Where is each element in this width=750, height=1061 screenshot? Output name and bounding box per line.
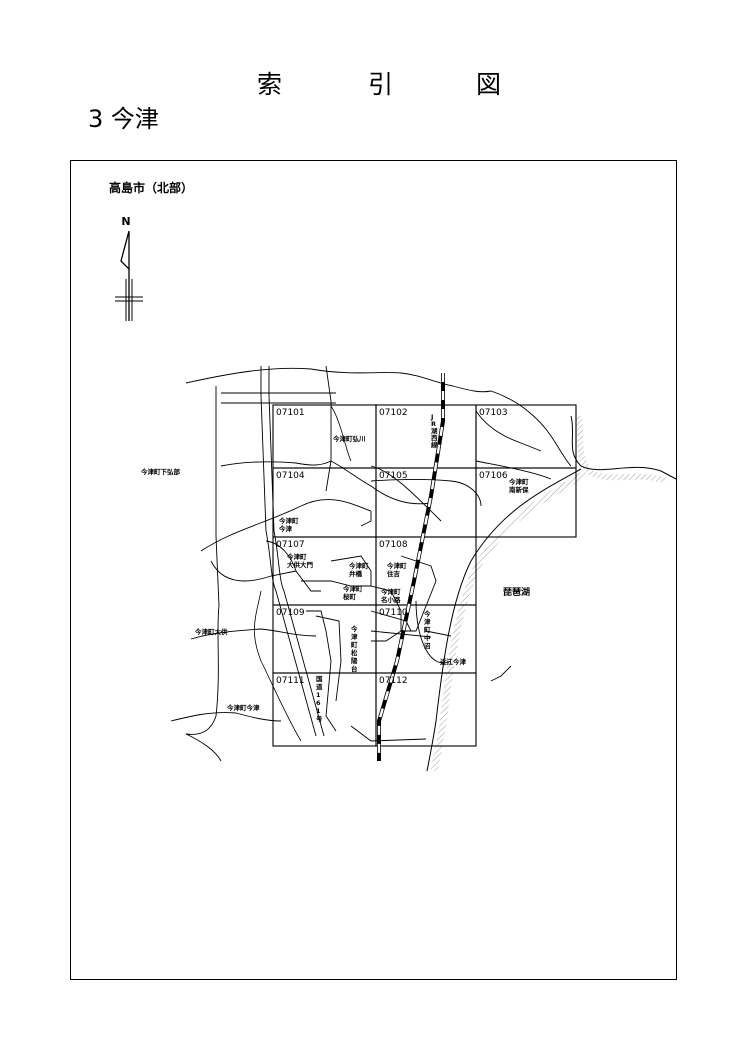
sheet-label: 07107 [276,540,305,550]
jr-railway [377,373,445,761]
sheet-label: 07106 [479,471,508,481]
sheet-label: 07110 [379,608,408,618]
lake-shoreline [426,415,676,772]
place-label: 今津町名小路 [381,587,401,604]
sheet-label: 07105 [379,471,408,481]
place-label: 今津町弁橋 [349,561,369,578]
title-char-1: 索 [257,70,283,99]
place-label: 今津町住吉 [387,561,407,578]
place-label: 今津町今津 [279,516,299,533]
place-label: 今津町南新保 [509,477,529,494]
sheet-label: 07102 [379,408,408,418]
sheet-numbers: 07101 07102 07103 07104 07105 07106 0710… [276,408,508,686]
sheet-label: 07103 [479,408,508,418]
place-label: 今津町今津 [227,703,260,712]
area-label: 高島市（北部） [109,181,194,195]
sheet-label: 07104 [276,471,305,481]
place-names: 今津町下弘部 今津町弘川 今津町南新保 今津町今津 今津町大供大門 今津町弁橋 … [141,413,530,723]
sheet-label: 07108 [379,540,408,550]
place-label: 今津町下弘部 [141,467,181,476]
roads [170,365,572,762]
rivers [254,405,352,742]
sheet-label: 07111 [276,676,305,686]
sheet-label: 07101 [276,408,305,418]
page-title: 索 引 図 [0,70,750,104]
place-label: 今津町桜町 [343,584,363,601]
sheet-grid [272,404,577,747]
north-label: N [121,215,130,228]
place-label: 今津町大供大門 [287,552,314,569]
north-arrow-icon: N [115,215,143,321]
place-label: 今津町大供 [195,627,228,636]
place-label: 今津町弘川 [333,434,366,443]
title-char-2: 引 [368,70,394,99]
lake-label: 琵琶湖 [503,586,530,598]
sheet-label: 07112 [379,676,408,686]
map-frame: 高島市（北部） N [70,160,677,980]
index-map: N [115,215,676,772]
place-label: 今津町中沼 [424,609,431,650]
sheet-label: 07109 [276,608,305,618]
place-label: 今津町松陽台 [351,624,358,673]
title-char-3: 図 [476,70,502,99]
station-label: 近江今津 [440,657,467,666]
page-subtitle: 3 今津 [88,105,159,133]
